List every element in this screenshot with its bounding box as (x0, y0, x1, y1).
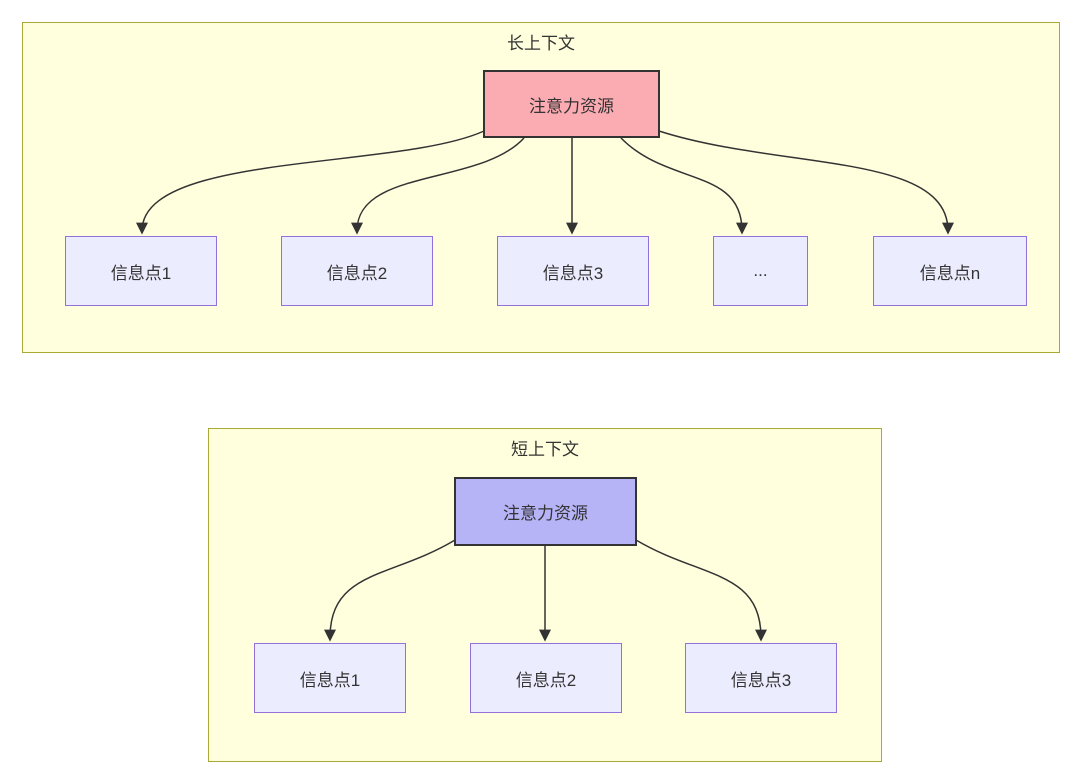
short-info-label-3: 信息点3 (730, 670, 792, 690)
long-attention-label: 注意力资源 (529, 96, 614, 116)
short-info-label-1: 信息点1 (299, 670, 361, 690)
long-info-label-2: 信息点2 (326, 263, 388, 283)
long-context-title: 长上下文 (507, 34, 575, 53)
long-info-node-n: 信息点n (873, 236, 1027, 306)
long-info-label-1: 信息点1 (110, 263, 172, 283)
long-info-label-dots: ... (753, 261, 768, 280)
short-info-label-2: 信息点2 (515, 670, 577, 690)
long-info-label-n: 信息点n (919, 263, 981, 283)
long-info-node-2: 信息点2 (281, 236, 433, 306)
long-info-node-dots: ... (713, 236, 808, 306)
short-info-node-3: 信息点3 (685, 643, 837, 713)
long-info-label-3: 信息点3 (542, 263, 604, 283)
short-context-title: 短上下文 (511, 440, 579, 459)
short-attention-label: 注意力资源 (503, 504, 588, 523)
short-info-node-1: 信息点1 (254, 643, 406, 713)
long-attention-node: 注意力资源 (483, 70, 660, 138)
long-info-node-3: 信息点3 (497, 236, 649, 306)
short-attention-node: 注意力资源 (454, 477, 637, 546)
short-info-node-2: 信息点2 (470, 643, 622, 713)
long-info-node-1: 信息点1 (65, 236, 217, 306)
